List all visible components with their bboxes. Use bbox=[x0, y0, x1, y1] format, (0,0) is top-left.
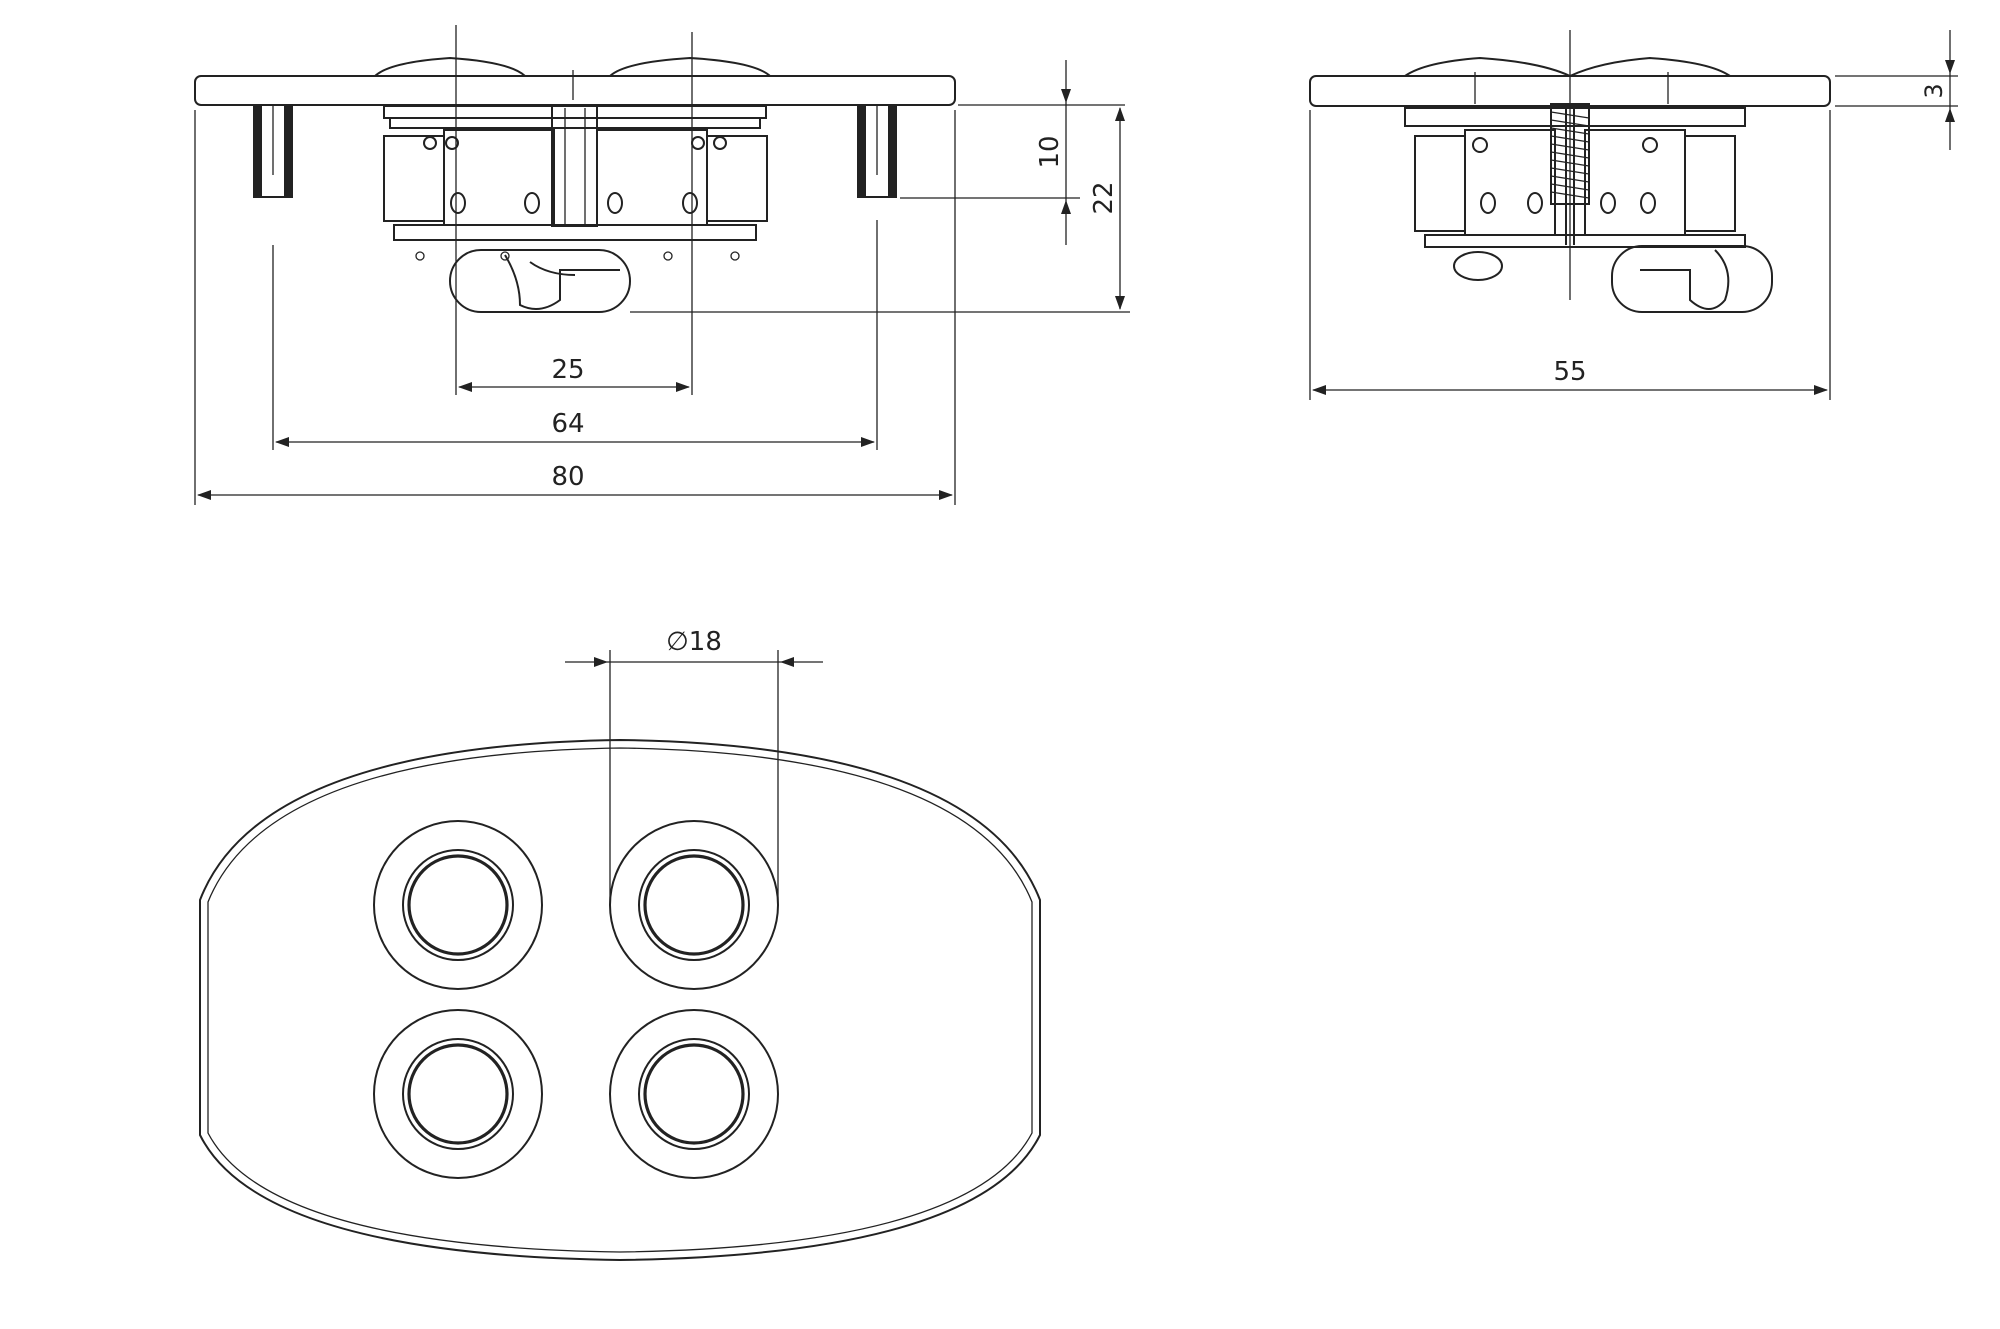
socket-top-right-icon bbox=[609, 820, 779, 990]
top-view: ∅18 bbox=[199, 627, 1041, 1262]
socket-bottom-right-icon bbox=[609, 1009, 779, 1179]
socket-top-left-icon bbox=[373, 820, 543, 990]
threaded-stud-icon bbox=[1550, 103, 1590, 245]
left-mount-screw bbox=[253, 104, 293, 198]
dim-22-label: 22 bbox=[1089, 181, 1119, 214]
dim-3-label: 3 bbox=[1920, 83, 1948, 98]
dim-10-label: 10 bbox=[1035, 135, 1065, 168]
dim-64-label: 64 bbox=[551, 409, 584, 439]
right-mount-screw bbox=[857, 104, 897, 198]
side-view: 55 3 bbox=[1309, 30, 1958, 400]
dim-diameter-18-label: ∅18 bbox=[666, 627, 722, 657]
front-view: 80 64 25 10 22 bbox=[194, 25, 1130, 505]
dim-80-label: 80 bbox=[551, 462, 584, 492]
dim-55-label: 55 bbox=[1553, 357, 1586, 387]
dim-25-label: 25 bbox=[551, 355, 584, 385]
socket-bottom-left-icon bbox=[373, 1009, 543, 1179]
